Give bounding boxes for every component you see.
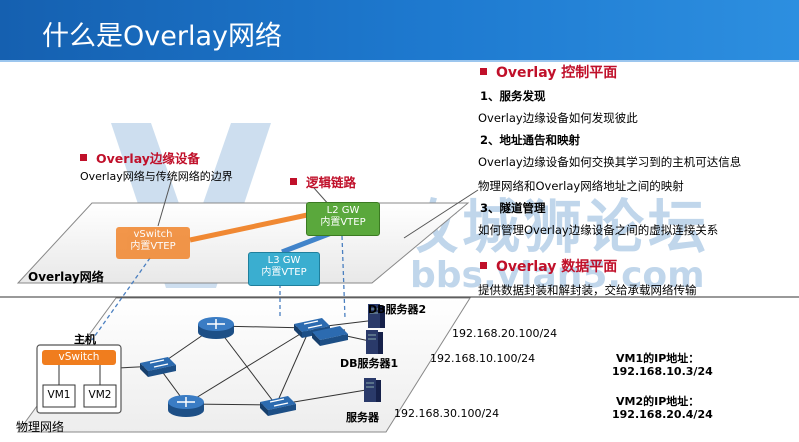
vm2-ip-title: VM2的IP地址：	[616, 395, 700, 408]
page-title: 什么是Overlay网络	[42, 21, 282, 52]
vm1-ip-value: 192.168.10.3/24	[612, 365, 713, 378]
watermark-url: bbs.vlan5.com	[410, 255, 705, 296]
logical-link-orange	[189, 211, 313, 243]
pointer-line	[157, 177, 173, 227]
overlay-network-label: Overlay网络	[28, 270, 104, 284]
l2-gateway-box: L2 GW 内置VTEP	[306, 202, 380, 236]
db1-ip: 192.168.10.100/24	[430, 352, 536, 365]
router-icon	[198, 317, 234, 339]
server-icon	[364, 378, 381, 402]
vm1-label: VM1	[47, 389, 71, 401]
switch-icon	[312, 326, 348, 346]
server-ip: 192.168.30.100/24	[394, 407, 500, 420]
l3-gateway-box: L3 GW 内置VTEP	[248, 252, 320, 286]
address-mapping-text-2: 物理网络和Overlay网络地址之间的映射	[478, 179, 684, 193]
server-label: 服务器	[346, 411, 379, 424]
data-plane-text: 提供数据封装和解封装，交给承载网络传输	[478, 283, 697, 297]
host-label: 主机	[74, 333, 96, 346]
address-mapping-text-1: Overlay边缘设备如何交换其学习到的主机可达信息	[478, 155, 742, 169]
tunnel-management-text: 如何管理Overlay边缘设备之间的虚拟连接关系	[478, 223, 719, 237]
vswitch-vtep-label: vSwitch	[133, 229, 173, 240]
host-vswitch-box: vSwitch	[42, 350, 116, 365]
bullet-square-icon	[480, 261, 487, 269]
pointer-line	[403, 189, 479, 239]
bullet-square-icon	[480, 67, 487, 75]
title-bar	[0, 0, 799, 60]
watermark-logo	[111, 123, 271, 288]
vswitch-vtep-box: vSwitch 内置VTEP	[116, 227, 190, 259]
db2-ip: 192.168.20.100/24	[452, 327, 558, 340]
l3-gateway-sublabel: 内置VTEP	[261, 267, 307, 278]
service-discovery-heading: 1、服务发现	[480, 89, 546, 103]
bullet-square-icon	[80, 154, 87, 161]
switch-icon	[140, 357, 176, 377]
db1-label: DB服务器1	[340, 357, 399, 370]
address-mapping-heading: 2、地址通告和映射	[480, 133, 581, 147]
control-plane-title: Overlay 控制平面	[480, 62, 617, 82]
physical-network-label: 物理网络	[16, 420, 65, 434]
server-icon	[366, 330, 383, 354]
vm1-ip-title: VM1的IP地址：	[616, 352, 700, 365]
l2-gateway-sublabel: 内置VTEP	[320, 217, 366, 228]
server-icon	[368, 304, 385, 328]
edge-device-title: Overlay边缘设备	[80, 148, 200, 167]
tunnel-management-heading: 3、隧道管理	[480, 201, 546, 215]
bullet-square-icon	[290, 178, 297, 185]
dashed-connector	[91, 257, 151, 341]
vm2-ip-value: 192.168.20.4/24	[612, 408, 713, 421]
router-icon	[168, 395, 204, 417]
vm2-label: VM2	[88, 389, 112, 401]
edge-device-desc: Overlay网络与传统网络的边界	[80, 170, 233, 183]
logical-link-title: 逻辑链路	[290, 172, 356, 191]
l2-gateway-label: L2 GW	[326, 205, 360, 216]
service-discovery-text: Overlay边缘设备如何发现彼此	[478, 111, 638, 125]
vswitch-vtep-sublabel: 内置VTEP	[130, 241, 176, 252]
switch-icon	[260, 396, 296, 416]
db2-label: DB服务器2	[368, 303, 427, 316]
data-plane-title: Overlay 数据平面	[480, 256, 617, 276]
header-divider	[0, 60, 799, 62]
l3-gateway-label: L3 GW	[267, 255, 301, 266]
